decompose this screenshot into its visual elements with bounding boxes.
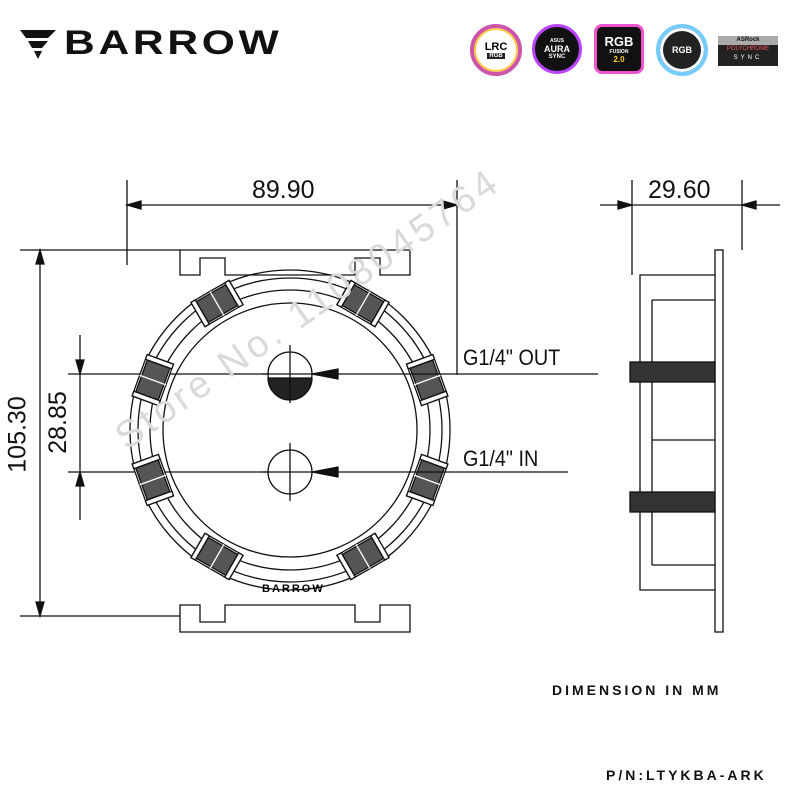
rgb-fusion-badge: RGB FUSION 2.0 <box>594 24 644 74</box>
port-out <box>262 345 598 403</box>
port-out-label: G1/4" OUT <box>463 345 561 370</box>
badge-text: RGB <box>672 45 692 55</box>
polychrome-sync-badge: ASRock POLYCHROME SYNC <box>718 36 778 66</box>
fitting-clip <box>336 532 390 581</box>
brand-name: BARROW <box>64 24 283 62</box>
units-note: DIMENSION IN MM <box>552 682 722 698</box>
fitting-clip <box>190 532 244 581</box>
fitting-clip <box>336 279 390 328</box>
badge-text: 2.0 <box>613 55 625 64</box>
depth-dimension: 29.60 <box>648 176 711 204</box>
badge-text: RGB <box>487 53 505 59</box>
barrow-logo-icon <box>20 30 56 59</box>
rgb-badge: RGB <box>656 24 708 76</box>
fitting-clip <box>405 453 449 507</box>
fitting-clip <box>131 353 175 407</box>
port-in-label: G1/4" IN <box>463 446 539 471</box>
lrc-rgb-badge: LRC RGB <box>470 24 522 76</box>
plate-brand: BARROW <box>262 583 325 595</box>
port-in <box>262 443 568 501</box>
badge-text: SYNC <box>548 54 566 60</box>
badge-text: AURA <box>544 44 570 54</box>
height-dimension: 105.30 <box>3 396 32 473</box>
badge-text: RGB <box>604 34 634 49</box>
brand-logo <box>18 26 58 62</box>
fitting-clip <box>131 453 175 507</box>
badge-text: SYNC <box>733 55 763 61</box>
badge-text: FUSION <box>609 49 629 55</box>
badge-text: ASRock <box>718 36 778 45</box>
aura-sync-badge: ASUS AURA SYNC <box>532 24 582 74</box>
side-view <box>629 249 724 633</box>
width-dimension: 89.90 <box>252 176 315 204</box>
fittings <box>131 279 449 581</box>
front-view <box>129 249 598 633</box>
fitting-clip <box>190 279 244 328</box>
badge-text: POLYCHROME <box>726 46 770 52</box>
part-number: P/N:LTYKBA-ARK <box>606 767 767 783</box>
badge-text: ASUS <box>550 38 564 44</box>
port-spacing-dimension: 28.85 <box>43 391 72 454</box>
badge-text: LRC <box>484 41 508 53</box>
fitting-clip <box>405 353 449 407</box>
